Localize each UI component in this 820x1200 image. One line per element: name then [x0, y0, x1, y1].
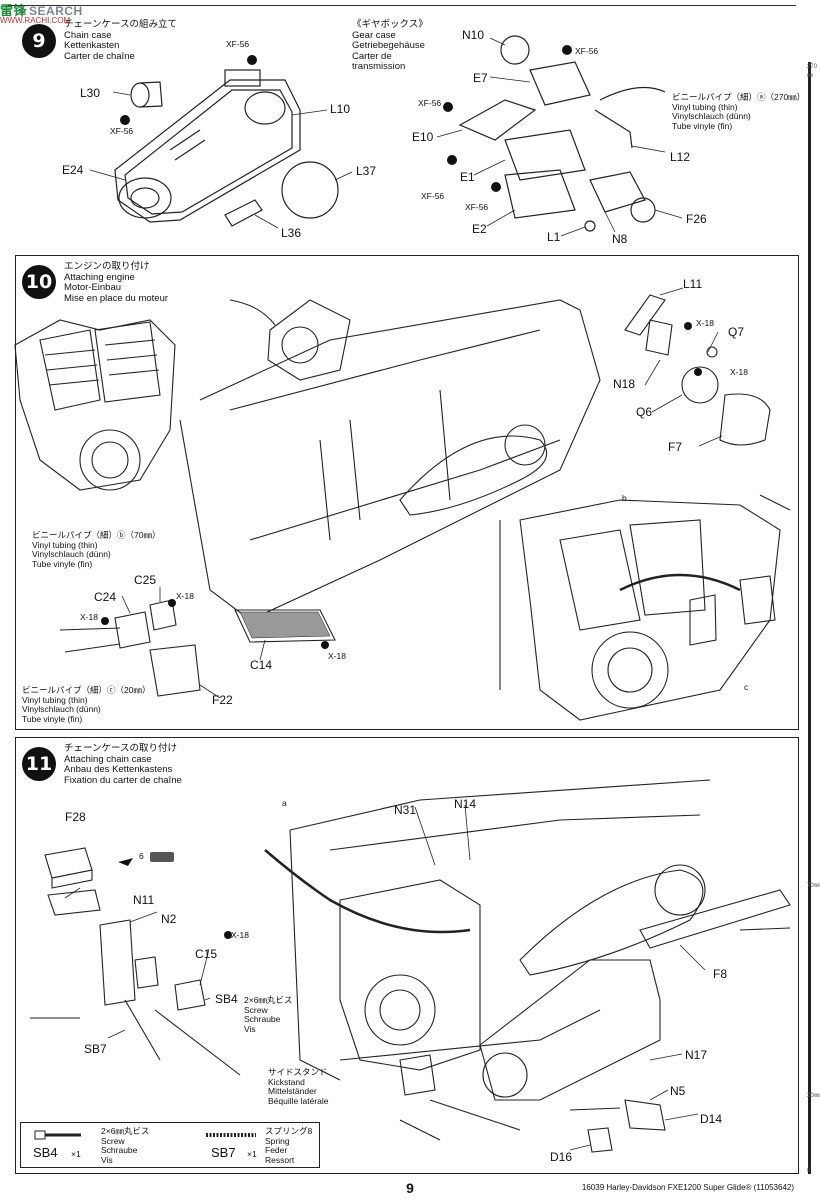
part-Q7: Q7	[728, 325, 745, 339]
legend-sb7: SB7	[211, 1145, 236, 1160]
part-E2: E2	[472, 222, 487, 236]
part-N11: N11	[133, 893, 155, 907]
part-N18: N18	[613, 377, 636, 391]
part-L37: L37	[356, 164, 377, 178]
label-x18-3: X-18	[176, 591, 194, 601]
label-x18-1: X-18	[696, 318, 714, 328]
part-N10: N10	[462, 28, 485, 42]
product-code: 16039 Harley-Davidson FXE1200 Super Glid…	[581, 1183, 794, 1192]
part-N8: N8	[612, 232, 628, 246]
label-xf56-5: XF-56	[421, 191, 445, 201]
step-11-title: チェーンケースの取り付け Attaching chain case Anbau …	[64, 743, 182, 786]
step-11-panel	[15, 737, 799, 1174]
part-F26: F26	[686, 212, 707, 226]
part-C14: C14	[250, 658, 273, 672]
part-F22: F22	[212, 693, 233, 707]
part-E7: E7	[473, 71, 488, 85]
callout-a: a	[282, 798, 287, 808]
part-L12: L12	[670, 150, 691, 164]
part-F28: F28	[65, 810, 86, 824]
ruler-mark-20: 20㎜	[807, 1093, 820, 1099]
label-x18-2: X-18	[730, 367, 748, 377]
gear-case-title: 《ギヤボックス》 Gear case Getriebegehäuse Carte…	[352, 19, 428, 72]
vinyl-tubing-c-note: ビニールパイプ（細）ⓒ（20㎜） Vinyl tubing (thin) Vin…	[22, 685, 151, 724]
legend-sb4-qty: ×1	[71, 1149, 81, 1159]
step-10-title: エンジンの取り付け Attaching engine Motor-Einbau …	[64, 261, 169, 304]
label-xf56-2: XF-56	[110, 126, 134, 136]
part-E24: E24	[62, 163, 84, 177]
part-C15: C15	[195, 947, 218, 961]
part-L11: L11	[683, 277, 703, 291]
part-E1: E1	[460, 170, 475, 184]
callout-6: 6	[139, 851, 144, 861]
part-L1: L1	[547, 230, 561, 244]
legend-sb4: SB4	[33, 1145, 58, 1160]
label-x18-6: X-18	[231, 930, 249, 940]
legend-icons	[34, 1130, 256, 1140]
part-Q6: Q6	[636, 405, 653, 419]
part-SB7: SB7	[84, 1042, 107, 1056]
part-F8: F8	[713, 967, 728, 981]
kickstand-note: サイドスタンド Kickstand Mittelständer Béquille…	[268, 1067, 329, 1106]
step-number-9: 9	[22, 24, 56, 58]
part-SB4: SB4	[215, 992, 238, 1006]
ruler-mark-70: 70㎜	[807, 883, 820, 889]
part-N5: N5	[670, 1084, 686, 1098]
part-C24: C24	[94, 590, 117, 604]
part-E10: E10	[412, 130, 434, 144]
callout-b: b	[622, 493, 627, 503]
measurement-ruler	[808, 62, 811, 1174]
part-D16: D16	[550, 1150, 573, 1164]
part-D14: D14	[700, 1112, 723, 1126]
parts-legend-box: SB4 ×1 2×6㎜丸ビス Screw Schraube Vis SB7 ×1…	[20, 1122, 320, 1168]
chain-case-drawing	[89, 35, 683, 237]
label-xf56-3: XF-56	[418, 98, 442, 108]
step-number-11: 11	[22, 747, 56, 781]
label-x18-4: X-18	[80, 612, 98, 622]
top-rule	[8, 5, 796, 6]
label-x18-5: X-18	[328, 651, 346, 661]
step-number-10: 10	[22, 265, 56, 299]
step-9-title: チェーンケースの組み立て Chain case Kettenkasten Car…	[64, 19, 178, 62]
label-xf56-4: XF-56	[575, 46, 599, 56]
legend-sb4-text: 2×6㎜丸ビス Screw Schraube Vis	[101, 1126, 150, 1165]
part-L10: L10	[330, 102, 351, 116]
vinyl-tubing-b-note: ビニールパイプ（細）ⓑ（70㎜） Vinyl tubing (thin) Vin…	[32, 530, 161, 569]
part-F7: F7	[668, 440, 683, 454]
part-N2: N2	[161, 912, 177, 926]
ruler-mark-270: 270㎜	[807, 64, 818, 79]
label-xf56-1: XF-56	[226, 39, 250, 49]
part-N14: N14	[454, 797, 477, 811]
page-number: 9	[406, 1180, 414, 1196]
ruler-mark-0: 0	[807, 1168, 811, 1174]
legend-sb7-text: スプリング8 Spring Feder Ressort	[265, 1126, 313, 1165]
callout-c: c	[744, 682, 749, 692]
part-L30: L30	[80, 86, 101, 100]
label-xf56-6: XF-56	[465, 202, 489, 212]
part-N31: N31	[394, 803, 417, 817]
engine-frame-drawing	[14, 287, 791, 721]
screw-note: 2×6㎜丸ビス Screw Schraube Vis	[244, 995, 293, 1034]
part-C25: C25	[134, 573, 157, 587]
vinyl-tubing-a-note: ビニールパイプ（細）ⓐ（270㎜） Vinyl tubing (thin) Vi…	[672, 92, 806, 131]
part-N17: N17	[685, 1048, 708, 1062]
legend-sb7-qty: ×1	[247, 1149, 257, 1159]
part-L36: L36	[281, 226, 302, 240]
watermark-url: WWW.RACHI.COM	[0, 16, 71, 25]
